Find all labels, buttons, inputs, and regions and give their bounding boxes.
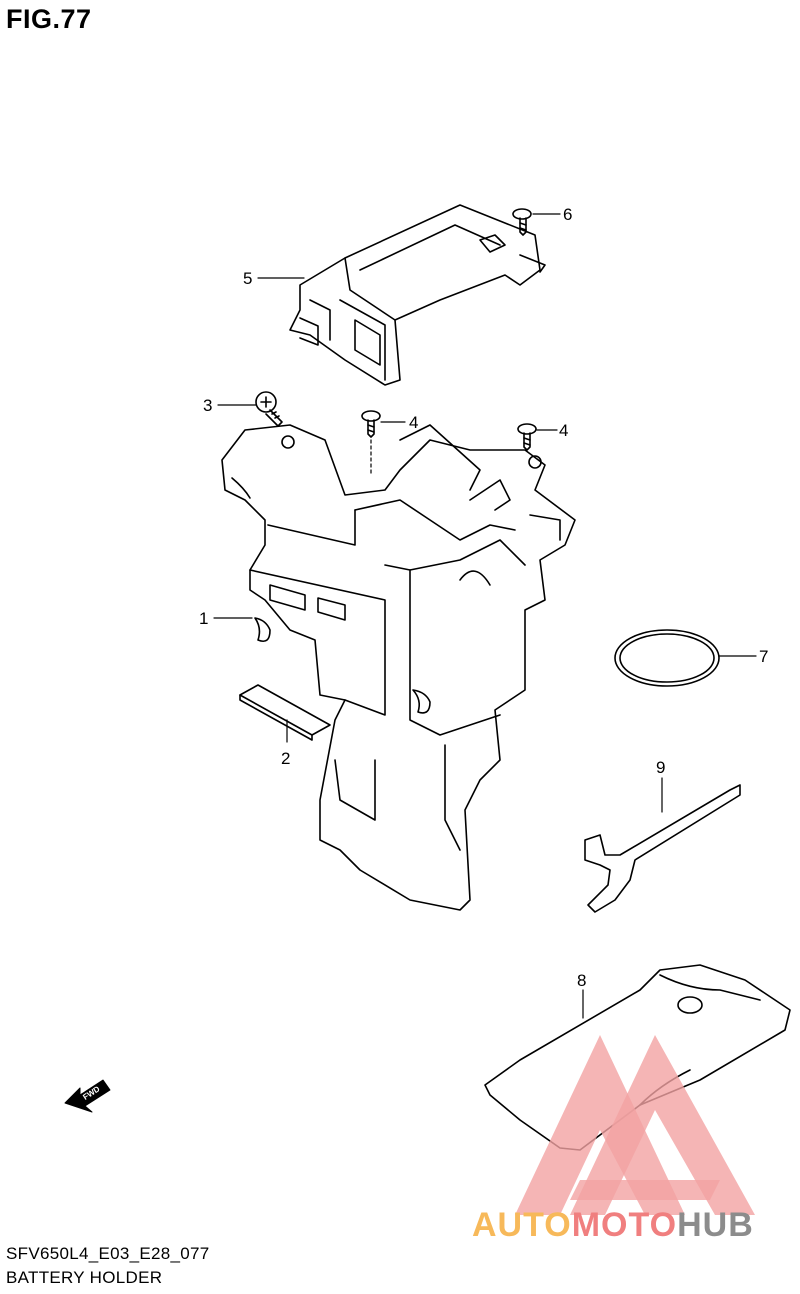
callout-9: 9: [656, 758, 665, 777]
callout-6: 6: [563, 205, 572, 224]
part-6-screw: [512, 208, 532, 236]
figure-title: FIG.77: [6, 4, 92, 34]
part-3-bolt: [255, 391, 283, 427]
part-1-battery-holder: [221, 424, 576, 911]
model-code: SFV650L4_E03_E28_077: [6, 1244, 210, 1263]
callout-3: 3: [203, 396, 212, 415]
automotohub-watermark-logo: [515, 1035, 755, 1215]
leader-lines: [213, 213, 757, 1019]
part-4-screw-right: [517, 423, 537, 451]
part-5-bracket: [289, 204, 546, 386]
callout-8: 8: [577, 971, 586, 990]
watermark-auto: AUTO: [472, 1206, 572, 1244]
callout-2: 2: [281, 749, 290, 768]
diagram-caption: BATTERY HOLDER: [6, 1268, 163, 1287]
watermark-text: AUTOMOTOHUB: [472, 1206, 754, 1245]
callout-4-left: 4: [409, 413, 418, 432]
part-9-spanner: [584, 784, 741, 913]
callout-5: 5: [243, 269, 252, 288]
part-2-pad: [239, 684, 331, 741]
part-4-screw-left: [361, 410, 381, 438]
callout-1: 1: [199, 609, 208, 628]
fwd-arrow-icon: FWD: [64, 1079, 111, 1113]
callout-7: 7: [759, 647, 768, 666]
callout-4-right: 4: [559, 421, 568, 440]
watermark-moto: MOTO: [571, 1206, 678, 1244]
watermark-hub: HUB: [677, 1206, 754, 1244]
part-7-ring: [614, 629, 720, 687]
